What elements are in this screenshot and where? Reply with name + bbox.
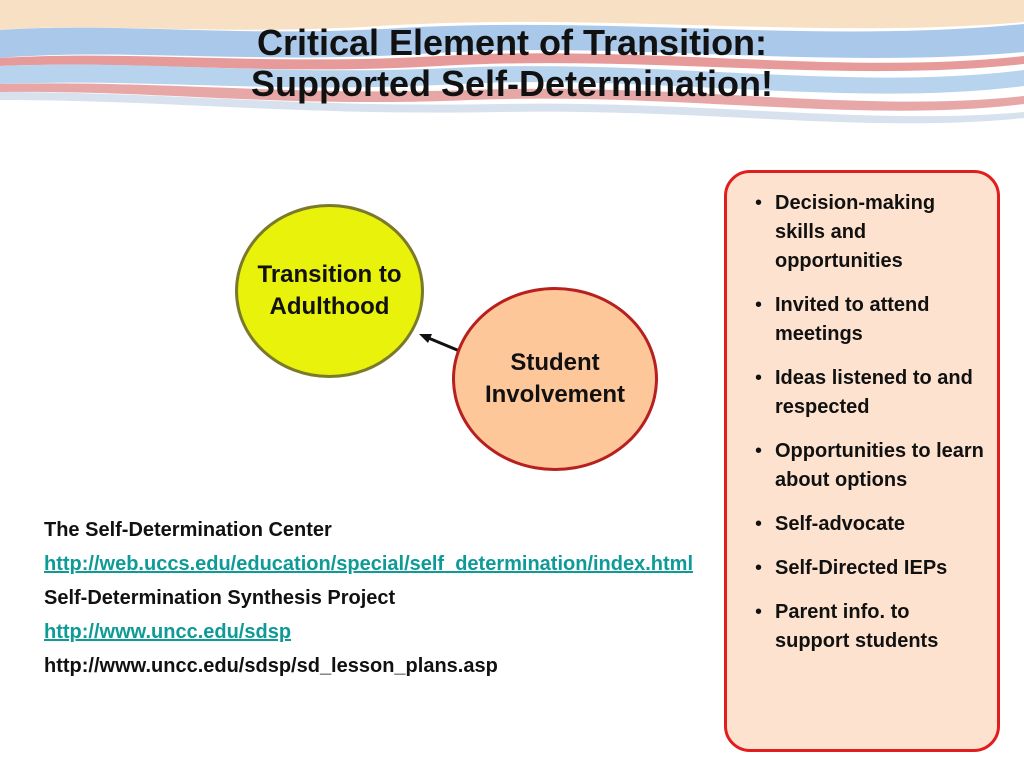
transition-label-line-2: Adulthood [269,293,390,320]
bullet-icon: • [755,557,763,579]
bullet-list: •Decision-making skills and opportunitie… [751,189,987,656]
project-link[interactable]: http://www.uncc.edu/sdsp [44,621,292,643]
bullet-item: •Self-Directed IEPs [751,554,987,583]
bullet-item: •Ideas listened to and respected [751,364,987,422]
bullet-icon: • [755,192,763,214]
bullet-icon: • [755,440,763,462]
bullet-item: •Decision-making skills and opportunitie… [751,189,987,276]
center-link[interactable]: http://web.uccs.edu/education/special/se… [44,553,694,575]
bullet-icon: • [755,513,763,535]
student-label-line-2: Involvement [484,381,626,408]
bullet-icon: • [755,294,763,316]
involvement-bullet-box: •Decision-making skills and opportunitie… [724,170,1000,752]
bullet-item: •Opportunities to learn about options [751,437,987,495]
slide-title-line-2: Supported Self-Determination! [250,63,774,104]
transition-label-line-1: Transition to [257,261,402,288]
bullet-item: •Invited to attend meetings [751,291,987,349]
project-name: Self-Determination Synthesis Project [44,587,396,609]
center-name: The Self-Determination Center [44,519,332,541]
student-involvement-ellipse: Student Involvement [452,287,658,471]
student-label-line-1: Student [510,349,600,376]
bullet-icon: • [755,601,763,623]
lesson-plans-url: http://www.uncc.edu/sdsp/sd_lesson_plans… [44,655,498,677]
arrow-icon [419,334,463,354]
bullet-item: •Parent info. to support students [751,598,987,656]
transition-to-adulthood-ellipse: Transition to Adulthood [235,204,424,378]
slide-title-line-1: Critical Element of Transition: [256,22,768,63]
decorative-wave-banner [0,0,1024,140]
bullet-item: •Self-advocate [751,510,987,539]
bullet-icon: • [755,367,763,389]
slide-title: Critical Element of Transition: Supporte… [0,22,1024,104]
references-section: The Self-Determination Center http://web… [44,518,724,688]
